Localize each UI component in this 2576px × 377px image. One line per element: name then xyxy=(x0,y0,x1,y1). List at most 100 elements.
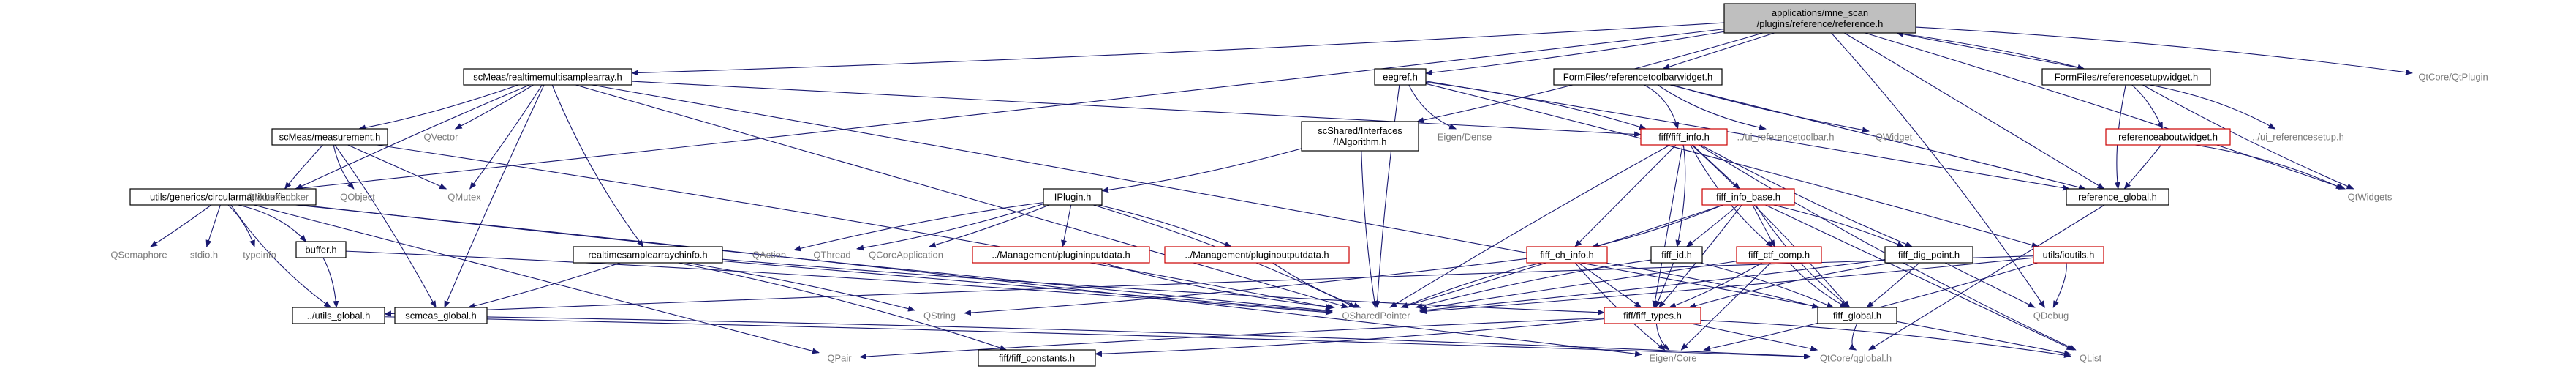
node-setup_widget[interactable]: FormFiles/referencesetupwidget.h xyxy=(2041,68,2211,86)
node-label-qtcore_qglobal: QtCore/qglobal.h xyxy=(1820,353,1892,364)
node-label-qlist: QList xyxy=(2080,353,2102,364)
edge-toolbar_widget-to-fiff_info xyxy=(1644,84,1680,130)
node-pluginoutputdata[interactable]: ../Management/pluginoutputdata.h xyxy=(1164,246,1350,264)
node-qmutexlocker: QMutexLocker xyxy=(247,192,309,203)
node-qstring: QString xyxy=(923,310,956,321)
edge-fiff_types-to-qlist xyxy=(1700,319,2071,358)
edge-sc_realtime_multisample-to-qvector xyxy=(454,84,534,130)
node-label-eigen_dense: Eigen/Dense xyxy=(1438,132,1492,143)
node-label-fiff_dig_point: fiff_dig_point.h xyxy=(1898,250,1960,261)
node-box-fiff_info_base xyxy=(1701,188,1795,206)
node-box-fiff_id xyxy=(1650,246,1703,264)
edge-setup_widget-to-ui_setup xyxy=(2149,84,2276,130)
edge-fiff_ctf_comp-to-fiff_types xyxy=(1668,262,1763,308)
edge-eegref-to-qsharedpointer xyxy=(1374,84,1400,308)
edge-fiff_info-to-fiff_types xyxy=(1652,144,1683,308)
node-label-qsemaphore: QSemaphore xyxy=(110,250,167,261)
edge-iplugin-to-pluginoutputdata xyxy=(1098,204,1232,247)
edge-fiff_info-to-fiff_dig_point xyxy=(1700,144,1914,247)
node-label-qstring: QString xyxy=(923,310,956,321)
node-sc_measurement[interactable]: scMeas/measurement.h xyxy=(271,128,388,146)
node-eegref[interactable]: eegref.h xyxy=(1374,68,1427,86)
node-typeinfo: typeinfo xyxy=(243,250,276,261)
node-fiff_types[interactable]: fiff/fiff_types.h xyxy=(1604,307,1701,324)
node-label-buffer: buffer.h xyxy=(305,245,336,255)
node-fiff_info_base[interactable]: fiff_info_base.h xyxy=(1701,188,1795,206)
node-label-circular_buffer: utils/generics/circularmatrixbuffer.h xyxy=(150,192,296,203)
edge-about_widget-to-reference_global xyxy=(2123,144,2162,190)
node-fiff_info[interactable]: fiff/fiff_info.h xyxy=(1640,128,1728,146)
node-about_widget[interactable]: referenceaboutwidget.h xyxy=(2105,128,2231,146)
edge-root-to-toolbar_widget xyxy=(1662,32,1775,70)
node-box-fiff_dig_point xyxy=(1884,246,1973,264)
node-iplugin[interactable]: IPlugin.h xyxy=(1043,188,1103,206)
node-fiff_dig_point[interactable]: fiff_dig_point.h xyxy=(1884,246,1973,264)
node-label-eegref: eegref.h xyxy=(1383,72,1418,83)
node-fiff_id[interactable]: fiff_id.h xyxy=(1650,246,1703,264)
node-box-utils_ioutils xyxy=(2033,246,2104,264)
node-label-fiff_info: fiff/fiff_info.h xyxy=(1658,132,1710,143)
edge-fiff_info-to-qsharedpointer xyxy=(1389,144,1671,308)
node-label-stdio: stdio.h xyxy=(190,250,218,261)
node-realtime_sample_info[interactable]: realtimesamplearraychinfo.h xyxy=(573,246,723,264)
edge-toolbar_widget-to-ui_toolbar xyxy=(1657,84,1767,131)
node-qlist: QList xyxy=(2080,353,2102,364)
node-label-toolbar_widget: FormFiles/referencetoolbarwidget.h xyxy=(1563,72,1712,83)
nodes-layer: applications/mne_scan/plugins/reference/… xyxy=(110,3,2488,367)
edge-fiff_info_base-to-fiff_dig_point xyxy=(1773,204,1905,247)
edge-eegref-to-fiff_info xyxy=(1425,81,1647,130)
edge-sc_realtime_multisample-to-fiff_info xyxy=(631,81,1642,138)
node-sc_realtime_multisample[interactable]: scMeas/realtimemultisamplearray.h xyxy=(463,68,632,86)
edge-sc_measurement-to-qmutex xyxy=(347,144,447,190)
edge-root-to-sc_realtime_multisample xyxy=(631,22,1725,76)
node-box-reference_global xyxy=(2066,188,2169,206)
edge-iplugin-to-qthread xyxy=(856,204,1044,251)
edge-eegref-to-reference_global xyxy=(1425,81,2071,191)
node-fiff_global[interactable]: fiff_global.h xyxy=(1817,307,1897,324)
edge-sc_measurement-to-qsharedpointer xyxy=(377,144,1333,310)
node-fiff_ch_info[interactable]: fiff_ch_info.h xyxy=(1526,246,1608,264)
node-circular_buffer[interactable]: utils/generics/circularmatrixbuffer.h xyxy=(129,188,317,206)
node-box-utils_global xyxy=(292,307,385,324)
edge-utils_global-to-qtcore_qglobal xyxy=(384,316,1811,359)
node-box-fiff_ctf_comp xyxy=(1736,246,1822,264)
edge-fiff_types-to-qpair xyxy=(859,317,1605,359)
node-label-utils_ioutils: utils/ioutils.h xyxy=(2043,250,2095,261)
node-label-qmutexlocker: QMutexLocker xyxy=(247,192,309,203)
node-label-typeinfo: typeinfo xyxy=(243,250,276,261)
node-utils_global[interactable]: ../utils_global.h xyxy=(292,307,385,324)
edge-root-to-qdebug xyxy=(1831,32,2045,308)
node-label-realtime_sample_info: realtimesamplearraychinfo.h xyxy=(588,250,707,261)
edge-realtime_sample_info-to-fiff_constants xyxy=(678,262,1008,351)
edge-root-to-setup_widget xyxy=(1896,32,2085,70)
node-label-qdebug: QDebug xyxy=(2033,310,2069,321)
node-qvector: QVector xyxy=(424,132,459,143)
node-ialgorithm[interactable]: scShared/Interfaces/IAlgorithm.h xyxy=(1301,121,1419,152)
node-qwidgets: QtWidgets xyxy=(2348,192,2392,203)
node-reference_global[interactable]: reference_global.h xyxy=(2066,188,2169,206)
node-toolbar_widget[interactable]: FormFiles/referencetoolbarwidget.h xyxy=(1553,68,1723,86)
node-stdio: stdio.h xyxy=(190,250,218,261)
node-eigen_dense: Eigen/Dense xyxy=(1438,132,1492,143)
node-qobject: QObject xyxy=(340,192,375,203)
node-fiff_constants[interactable]: fiff/fiff_constants.h xyxy=(978,349,1096,367)
edge-root-to-qtcore_qtplugin xyxy=(1915,26,2413,75)
node-qmutex: QMutex xyxy=(447,192,481,203)
node-buffer[interactable]: buffer.h xyxy=(295,241,347,258)
edge-sc_measurement-to-scmeas_global xyxy=(334,144,437,308)
node-scmeas_global[interactable]: scmeas_global.h xyxy=(394,307,488,324)
edge-circular_buffer-to-buffer xyxy=(238,204,307,242)
node-plugininputdata[interactable]: ../Management/plugininputdata.h xyxy=(972,246,1150,264)
node-label-ui_setup: ../ui_referencesetup.h xyxy=(2252,132,2344,143)
node-utils_ioutils[interactable]: utils/ioutils.h xyxy=(2033,246,2104,264)
node-box-about_widget xyxy=(2105,128,2231,146)
node-box-realtime_sample_info xyxy=(573,246,723,264)
node-qaction: QAction xyxy=(752,250,786,261)
node-label-qthread: QThread xyxy=(813,250,850,261)
node-root[interactable]: applications/mne_scan/plugins/reference/… xyxy=(1723,3,1916,34)
edge-fiff_dig_point-to-qdebug xyxy=(1944,262,2036,308)
node-fiff_ctf_comp[interactable]: fiff_ctf_comp.h xyxy=(1736,246,1822,264)
edge-sc_realtime_multisample-to-qmutexlocker xyxy=(295,84,530,190)
node-label-fiff_ctf_comp: fiff_ctf_comp.h xyxy=(1748,250,1810,261)
